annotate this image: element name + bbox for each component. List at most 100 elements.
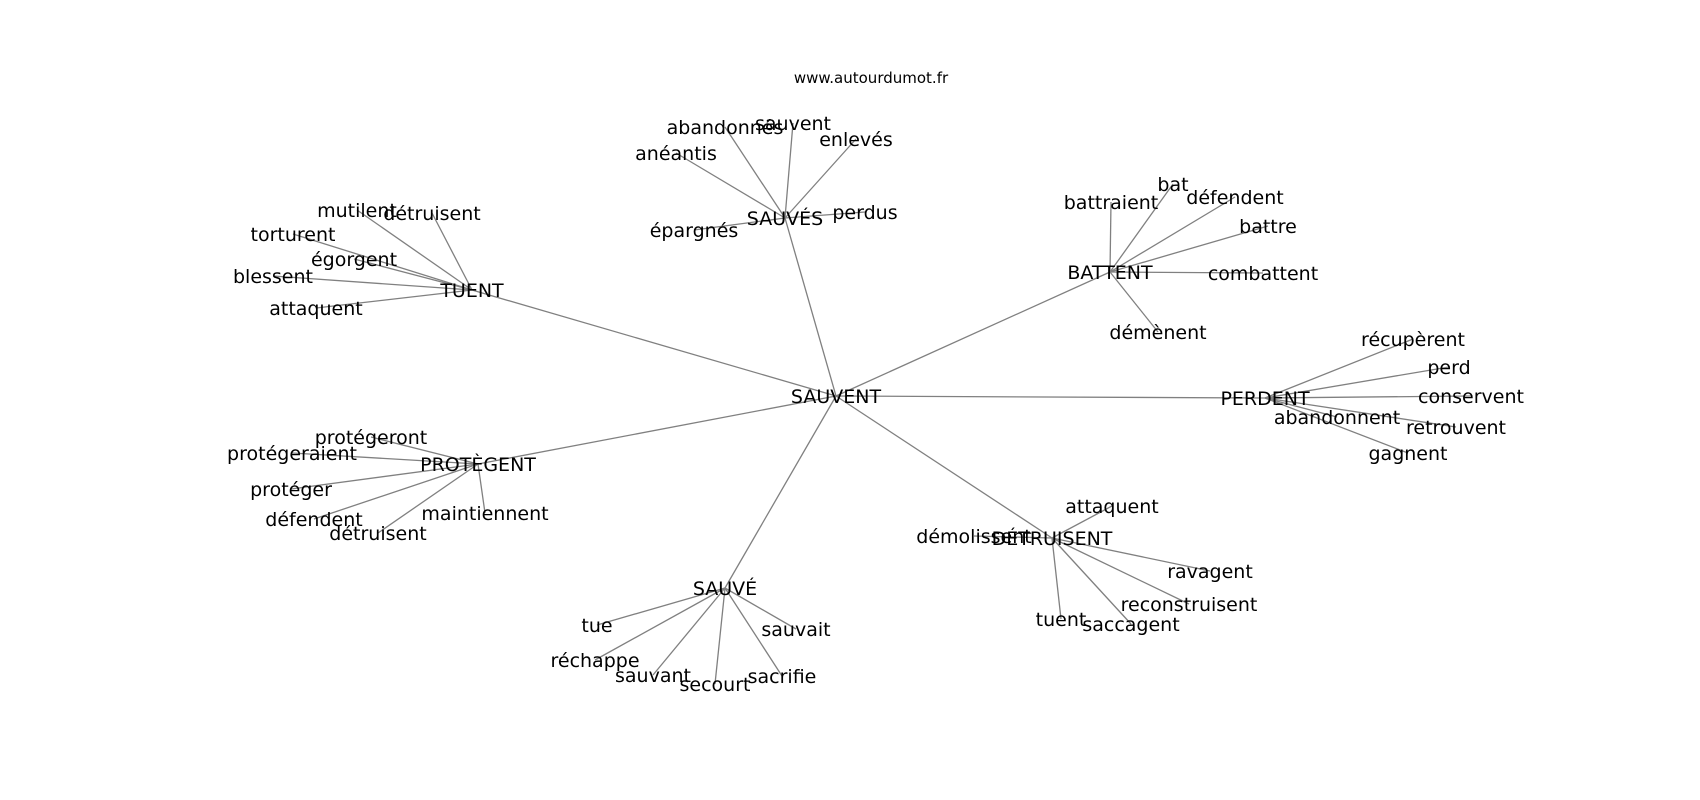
leaf-word[interactable]: attaquent xyxy=(269,298,362,320)
leaf-word[interactable]: reconstruisent xyxy=(1121,594,1258,616)
hub-leaf-edge xyxy=(431,212,473,291)
center-hub-edge xyxy=(835,271,1111,397)
leaf-word[interactable]: ravagent xyxy=(1167,561,1253,583)
leaf-word[interactable]: récupèrent xyxy=(1361,329,1465,351)
leaf-word[interactable]: conservent xyxy=(1418,386,1524,408)
leaf-word[interactable]: abandonnent xyxy=(1274,407,1400,429)
hub-leaf-edge xyxy=(784,211,866,219)
leaf-word[interactable]: démènent xyxy=(1109,322,1206,344)
leaf-word[interactable]: protéger xyxy=(250,479,332,501)
leaf-word[interactable]: saccagent xyxy=(1082,614,1179,636)
hub-leaf-edge xyxy=(714,587,726,685)
hub-leaf-edge xyxy=(1109,183,1174,273)
hub-leaf-edge xyxy=(1264,397,1338,418)
hub-word[interactable]: SAUVÉ xyxy=(693,577,757,600)
hub-leaf-edge xyxy=(724,587,783,677)
hub-word[interactable]: DÉTRUISENT xyxy=(992,527,1113,550)
leaf-word[interactable]: attaquent xyxy=(1065,496,1158,518)
center-hub-edge xyxy=(835,395,1053,539)
hub-word[interactable]: TUENT xyxy=(439,280,504,302)
hub-word[interactable]: SAUVÉS xyxy=(747,207,823,230)
leaf-word[interactable]: protégeraient xyxy=(227,443,357,465)
leaf-word[interactable]: battre xyxy=(1239,216,1297,238)
hub-leaf-edge xyxy=(596,587,726,626)
hub-leaf-edge xyxy=(1051,537,1132,625)
leaf-word[interactable]: maintiennent xyxy=(421,503,548,525)
leaf-word[interactable]: sauvait xyxy=(761,619,830,641)
leaf-word[interactable]: enlevés xyxy=(819,129,893,151)
leaf-word[interactable]: combattent xyxy=(1208,263,1318,285)
leaf-word[interactable]: détruisent xyxy=(329,523,426,545)
hub-word[interactable]: BATTENT xyxy=(1067,262,1153,284)
leaf-word[interactable]: blessent xyxy=(233,266,313,288)
center-hub-edge xyxy=(784,217,837,397)
hub-leaf-edge xyxy=(724,587,797,630)
hub-leaf-edge xyxy=(1109,201,1112,273)
hub-leaf-edge xyxy=(1051,537,1211,572)
center-hub-edge xyxy=(471,289,837,397)
hub-leaf-edge xyxy=(291,452,479,465)
hub-leaf-edge xyxy=(370,436,479,465)
leaf-word[interactable]: bat xyxy=(1157,174,1188,196)
leaf-word[interactable]: défendent xyxy=(1186,187,1283,209)
leaf-word[interactable]: mutilent xyxy=(317,200,397,222)
leaf-word[interactable]: abandonnés xyxy=(667,117,784,139)
leaf-word[interactable]: égorgent xyxy=(311,249,397,271)
hub-leaf-edge xyxy=(353,258,473,291)
leaf-word[interactable]: épargnés xyxy=(650,220,739,242)
hub-leaf-edge xyxy=(693,217,786,231)
center-hub-edge xyxy=(724,395,837,589)
hub-leaf-edge xyxy=(724,126,786,219)
hub-leaf-edge xyxy=(1051,537,1062,620)
leaf-word[interactable]: protégeront xyxy=(315,427,427,449)
hub-leaf-edge xyxy=(652,587,726,676)
leaf-word[interactable]: démolissent xyxy=(916,526,1031,548)
leaf-word[interactable]: battraient xyxy=(1064,192,1159,214)
hub-leaf-edge xyxy=(1051,537,1190,605)
center-hub-edge xyxy=(477,395,837,465)
hub-leaf-edge xyxy=(1264,338,1414,399)
leaf-word[interactable]: perdus xyxy=(832,202,897,224)
leaf-word[interactable]: tuent xyxy=(1036,609,1087,631)
leaf-word[interactable]: anéantis xyxy=(635,143,717,165)
leaf-word[interactable]: tue xyxy=(581,615,612,637)
hub-leaf-edge xyxy=(1109,271,1159,333)
hub-leaf-edge xyxy=(1264,395,1472,399)
hub-leaf-edge xyxy=(290,463,479,490)
center-word[interactable]: SAUVENT xyxy=(791,386,882,408)
leaf-word[interactable]: gagnent xyxy=(1369,443,1448,465)
leaf-word[interactable]: sacrifie xyxy=(748,666,817,688)
hub-word[interactable]: PERDENT xyxy=(1220,388,1310,410)
hub-leaf-edge xyxy=(784,122,794,219)
hub-leaf-edge xyxy=(1264,397,1457,428)
hub-leaf-edge xyxy=(784,138,857,219)
leaf-word[interactable]: retrouvent xyxy=(1406,417,1506,439)
hub-leaf-edge xyxy=(315,289,473,309)
leaf-word[interactable]: sauvent xyxy=(755,113,831,135)
leaf-word[interactable]: détruisent xyxy=(383,203,480,225)
edges-layer xyxy=(272,122,1472,685)
hub-leaf-edge xyxy=(292,233,473,291)
hub-leaf-edge xyxy=(313,463,479,520)
hub-leaf-edge xyxy=(1109,271,1264,274)
hub-leaf-edge xyxy=(1109,196,1236,273)
hub-leaf-edge xyxy=(675,152,786,219)
source-url[interactable]: www.autourdumot.fr xyxy=(794,69,949,87)
hub-word[interactable]: PROTÈGENT xyxy=(420,453,536,476)
hub-leaf-edge xyxy=(1264,397,1409,454)
hub-leaf-edge xyxy=(1051,505,1113,539)
leaf-word[interactable]: perd xyxy=(1427,357,1470,379)
leaf-word[interactable]: défendent xyxy=(265,509,362,531)
hub-leaf-edge xyxy=(1264,366,1450,399)
hub-leaf-edge xyxy=(594,587,726,661)
leaf-word[interactable]: secourt xyxy=(680,674,751,696)
hub-leaf-edge xyxy=(356,209,473,291)
hub-leaf-edge xyxy=(377,463,479,534)
center-hub-edge xyxy=(835,395,1266,399)
hub-leaf-edge xyxy=(272,275,473,291)
leaf-word[interactable]: réchappe xyxy=(550,650,639,672)
leaf-word[interactable]: sauvant xyxy=(615,665,691,687)
leaf-word[interactable]: torturent xyxy=(251,224,336,246)
